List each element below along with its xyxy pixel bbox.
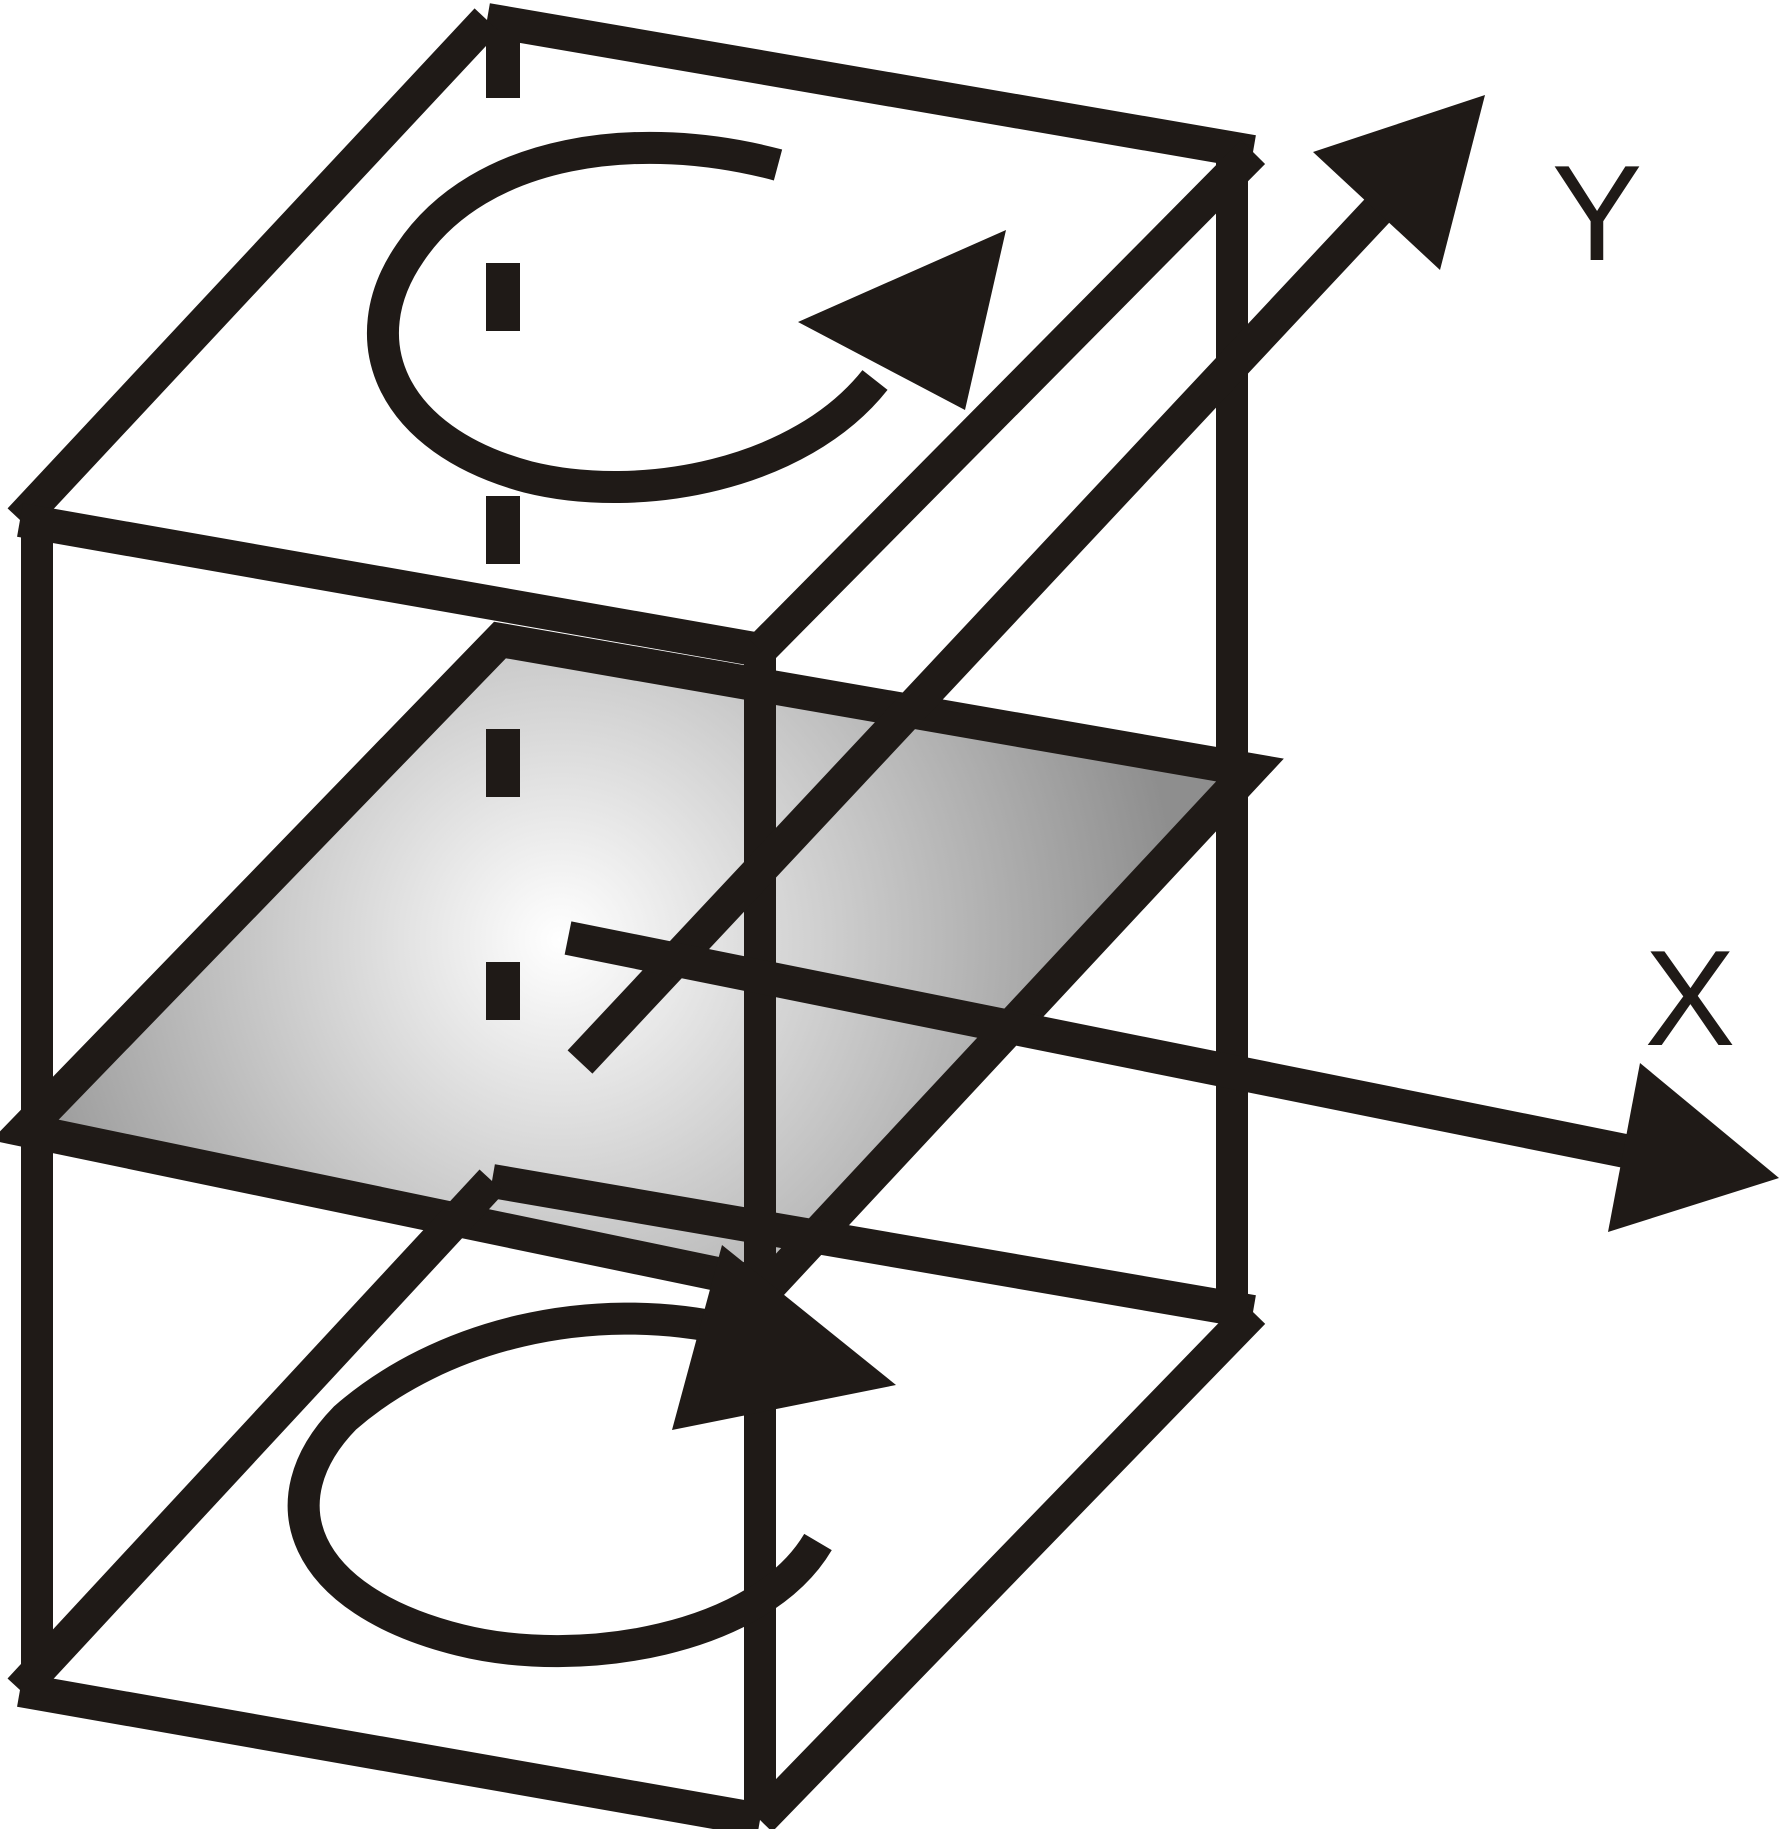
y-axis-line <box>567 185 1403 1074</box>
lower-box-bottom-right-edge <box>747 1300 1266 1829</box>
upper-rotation-arrowhead <box>798 230 1006 410</box>
upper-box-top-left-edge <box>7 8 500 532</box>
y-axis-label: Y <box>1552 137 1643 289</box>
x-axis-label: X <box>1645 922 1736 1074</box>
lower-box-back-edge <box>489 1164 1256 1329</box>
x-axis-line <box>564 921 1649 1172</box>
lower-rotation-arc <box>287 1302 832 1668</box>
lower-box-bottom-front-edge <box>17 1673 763 1829</box>
upper-box-top-back-edge <box>484 3 1256 169</box>
upper-box-top-front-edge <box>17 503 763 667</box>
x-axis-arrowhead <box>1608 1063 1779 1232</box>
upper-rotation-arc <box>367 131 888 504</box>
upper-box-top-right-edge <box>747 140 1266 662</box>
lower-rotation-arrowhead <box>672 1245 896 1430</box>
y-axis-arrowhead <box>1313 95 1485 270</box>
lower-box-left-edge <box>7 1169 505 1702</box>
